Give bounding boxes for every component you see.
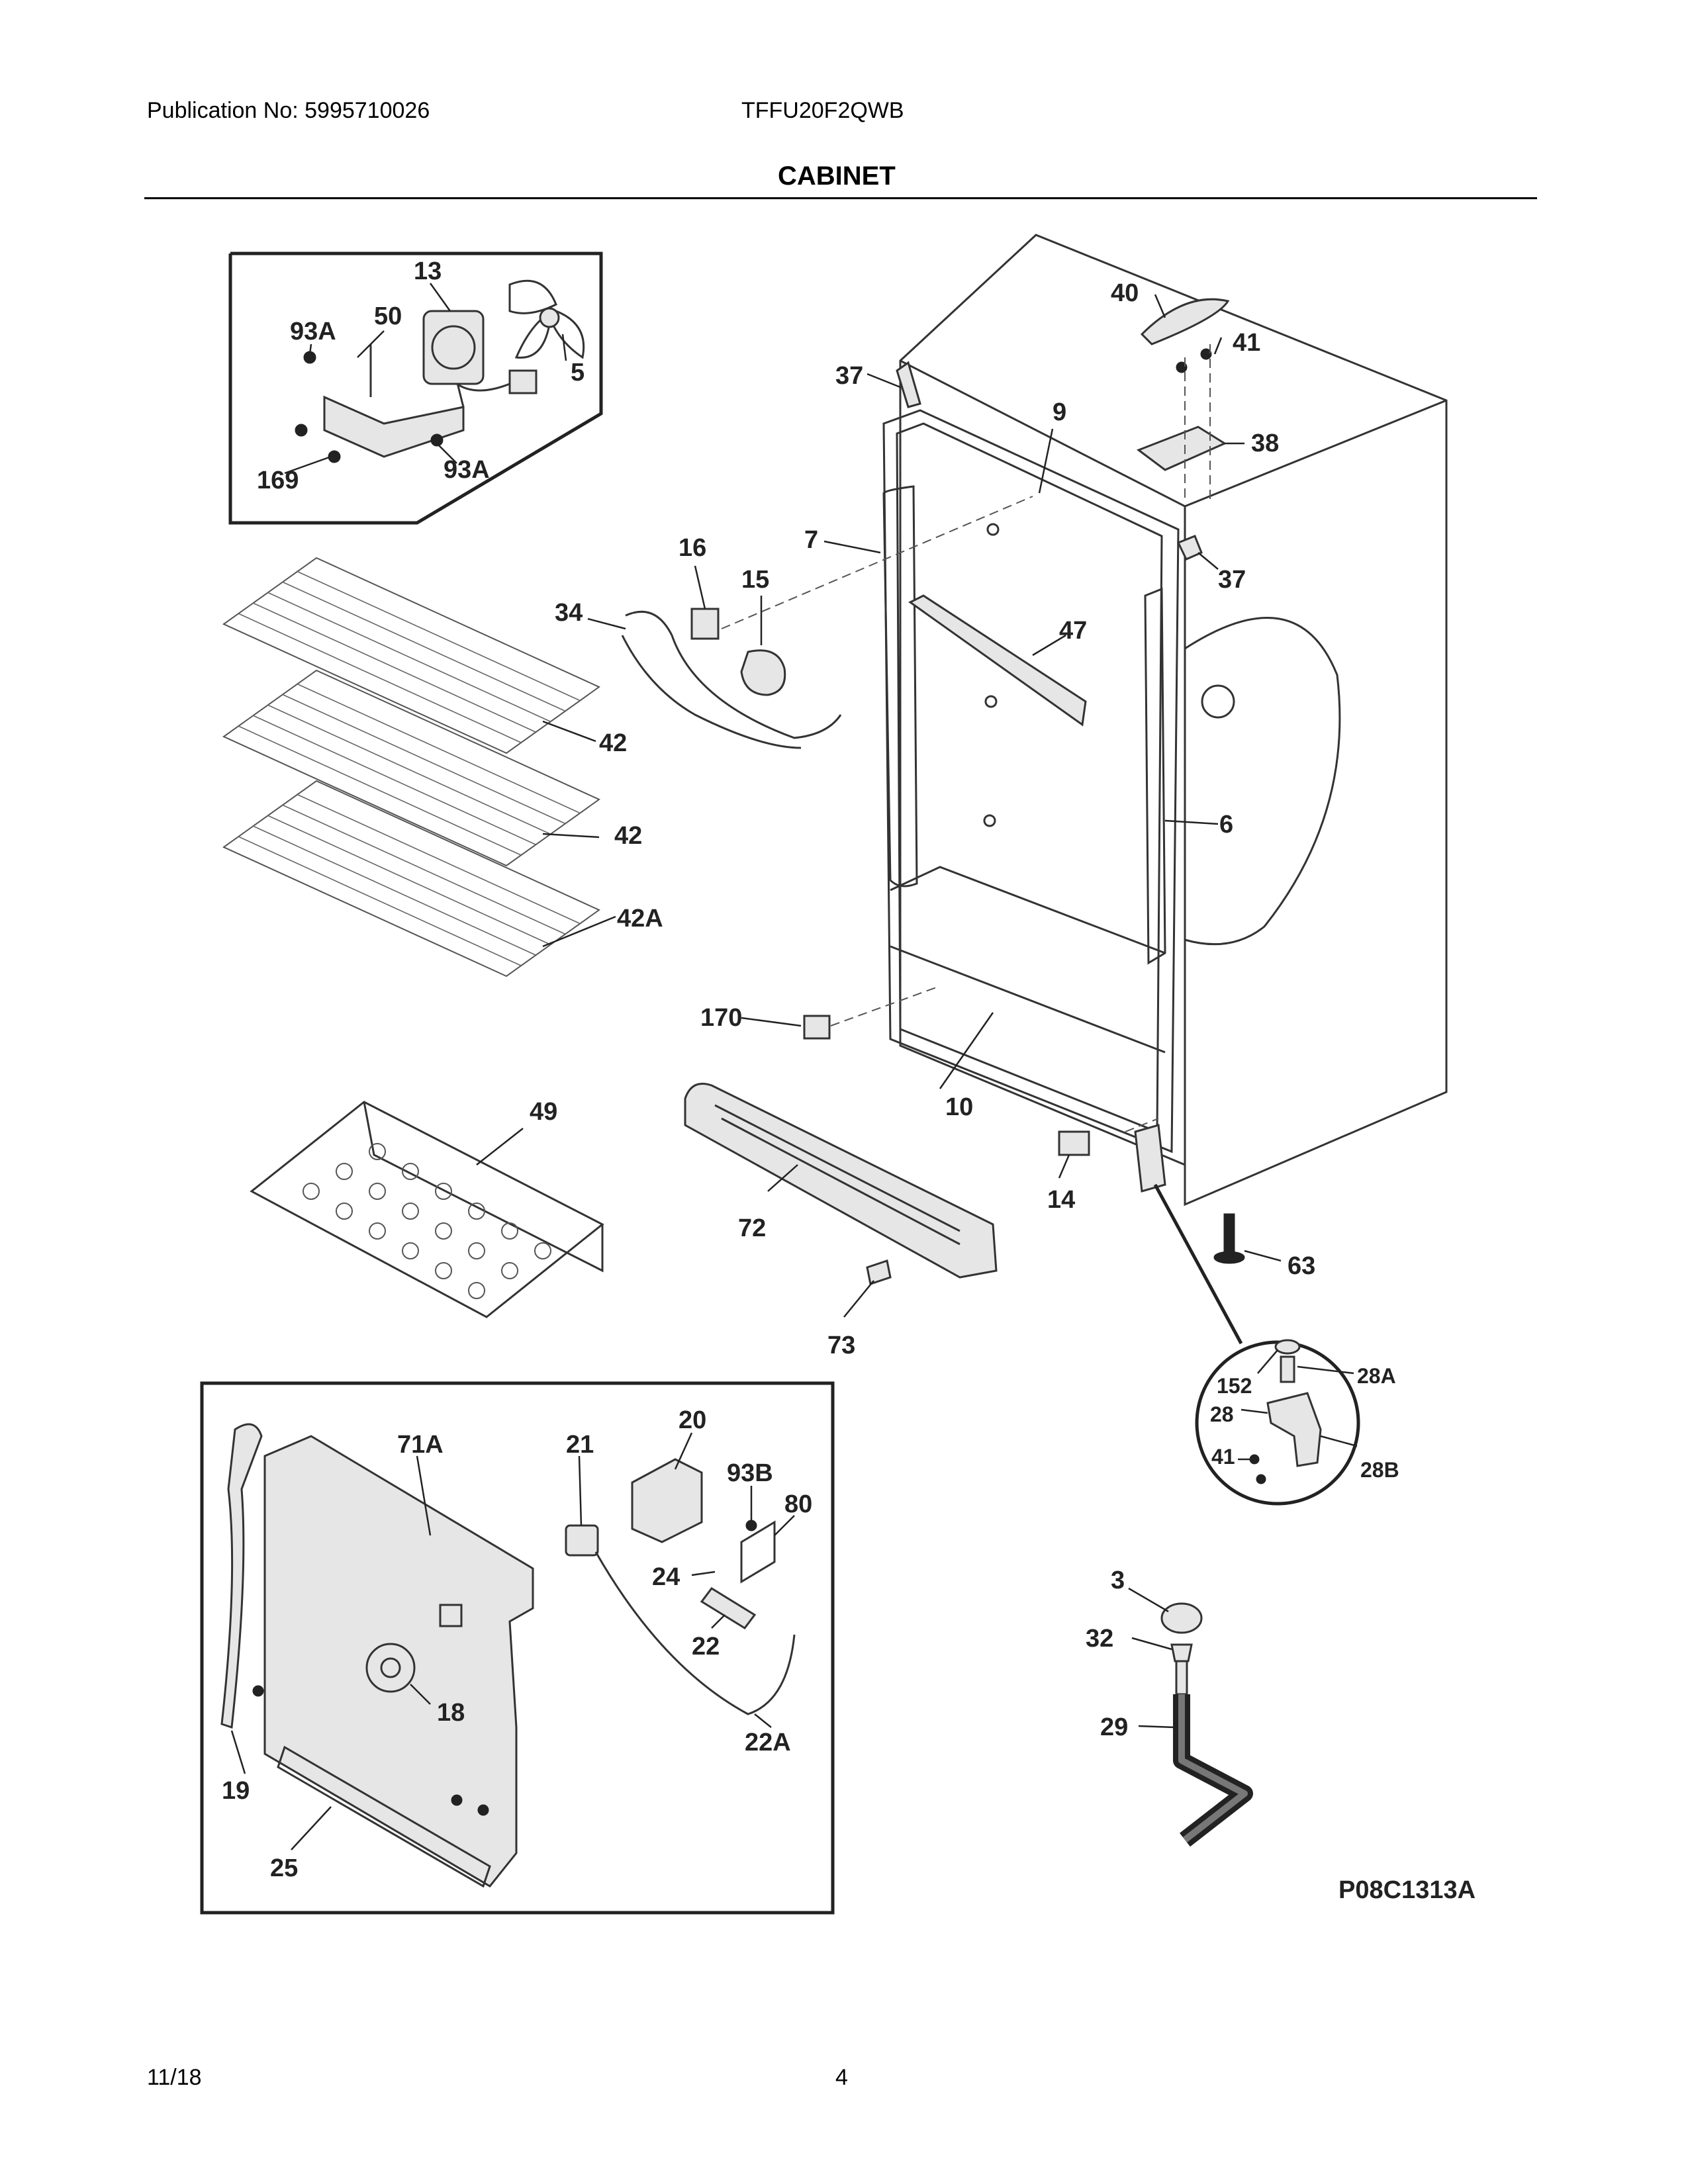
callout-28: 28	[1210, 1402, 1234, 1426]
callout-63: 63	[1288, 1252, 1315, 1280]
callout-6: 6	[1219, 811, 1233, 839]
callout-73: 73	[827, 1332, 855, 1359]
callout-38: 38	[1251, 430, 1279, 457]
callout-21: 21	[566, 1431, 594, 1459]
callout-28a: 28A	[1357, 1364, 1396, 1388]
callout-41-hinge: 41	[1211, 1445, 1235, 1469]
callout-18: 18	[437, 1699, 465, 1727]
callout-49: 49	[530, 1098, 557, 1126]
callout-22: 22	[692, 1633, 720, 1661]
callout-13: 13	[414, 257, 442, 285]
callout-169: 169	[257, 467, 299, 494]
callout-80: 80	[784, 1490, 812, 1518]
callout-15: 15	[741, 566, 769, 594]
callout-47: 47	[1059, 617, 1087, 645]
page-number: 4	[835, 2065, 848, 2090]
callout-9: 9	[1053, 398, 1066, 426]
freezer-basket	[250, 1101, 604, 1318]
callout-20: 20	[679, 1406, 706, 1434]
callout-37-top: 37	[835, 362, 863, 390]
callout-170: 170	[700, 1004, 742, 1032]
callout-42-b: 42	[614, 822, 642, 850]
evaporator-cover-inset	[200, 1381, 835, 1915]
callout-16: 16	[679, 534, 706, 562]
callout-40: 40	[1111, 279, 1139, 307]
callout-71a: 71A	[397, 1431, 444, 1459]
wire-shelves	[222, 557, 616, 978]
callout-7: 7	[804, 526, 818, 554]
callout-14: 14	[1047, 1186, 1075, 1214]
header-rule	[144, 197, 1537, 199]
callout-25: 25	[270, 1854, 298, 1882]
callout-19: 19	[222, 1777, 250, 1805]
callout-152: 152	[1217, 1374, 1252, 1398]
callout-10: 10	[945, 1093, 973, 1121]
callout-42a: 42A	[617, 905, 663, 933]
callout-93b: 93B	[727, 1459, 773, 1487]
callout-93a-top: 93A	[290, 318, 336, 345]
model-number: TFFU20F2QWB	[741, 98, 904, 123]
callout-37-right: 37	[1218, 566, 1246, 594]
section-title: CABINET	[778, 161, 896, 191]
callout-labels: 13 50 93A 5 169 93A 40 41 37 9 38 37 7 1…	[222, 257, 1476, 1904]
callout-32: 32	[1086, 1625, 1113, 1653]
callout-34: 34	[555, 599, 583, 627]
fan-motor-inset	[228, 251, 603, 525]
callout-93a-bottom: 93A	[444, 456, 490, 484]
callout-29: 29	[1100, 1713, 1128, 1741]
callout-24: 24	[652, 1563, 680, 1591]
callout-3: 3	[1111, 1567, 1125, 1594]
callout-5: 5	[571, 359, 585, 387]
footer-date: 11/18	[147, 2065, 202, 2090]
hinge-detail	[1153, 1183, 1360, 1506]
callout-22a: 22A	[745, 1729, 791, 1756]
callout-50: 50	[374, 302, 402, 330]
publication-number: Publication No: 5995710026	[147, 98, 430, 123]
callout-41-top: 41	[1233, 329, 1260, 357]
callout-72: 72	[738, 1214, 766, 1242]
cabinet-body	[587, 234, 1448, 1318]
callout-28b: 28B	[1360, 1458, 1399, 1482]
diagram-code: P08C1313A	[1338, 1876, 1476, 1904]
callout-42-a: 42	[599, 729, 627, 757]
drain-tube-assembly	[1128, 1587, 1253, 1847]
